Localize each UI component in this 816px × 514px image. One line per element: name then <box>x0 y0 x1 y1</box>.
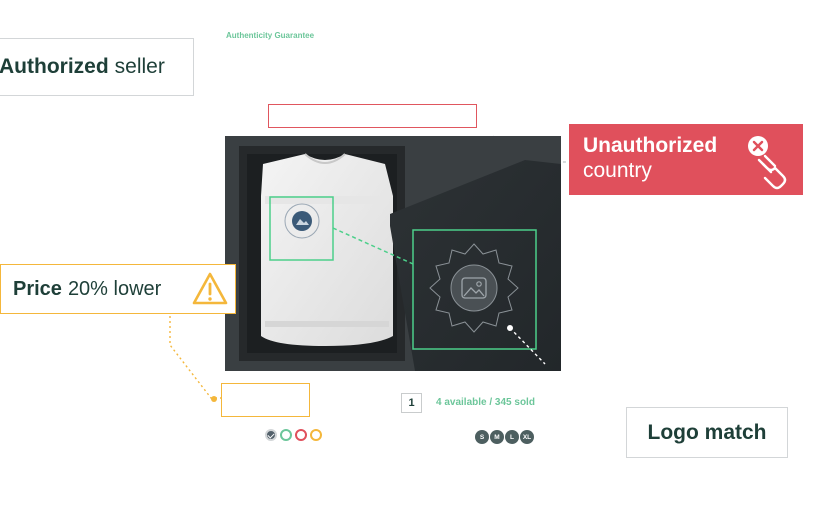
size-s[interactable]: S <box>475 430 489 444</box>
shirt-logo <box>284 203 320 239</box>
size-options: S M L XL <box>475 430 534 444</box>
product-photo <box>225 136 561 371</box>
quantity-field[interactable]: 1 <box>401 393 422 413</box>
unauthorized-line1: Unauthorized <box>583 134 718 157</box>
logo-match-connector <box>332 227 414 265</box>
warning-triangle-icon <box>192 272 228 305</box>
price-lower-callout: Price 20% lower <box>0 264 236 314</box>
white-tshirt <box>261 154 393 346</box>
authorized-seller-callout: Authorized seller <box>0 38 194 96</box>
authorized-rest: seller <box>114 55 165 78</box>
authenticity-guarantee-label: Authenticity Guarantee <box>226 31 315 40</box>
swatch-red[interactable] <box>295 429 307 441</box>
unauthorized-line2: country <box>583 159 652 182</box>
size-m[interactable]: M <box>490 430 504 444</box>
swatch-grey[interactable] <box>265 429 277 441</box>
unauthorized-country-callout: Unauthorized country <box>569 124 803 195</box>
logo-zoom-highlight <box>412 229 537 350</box>
price-bold: Price <box>13 277 62 300</box>
color-swatches <box>265 429 322 441</box>
price-rest: 20% lower <box>67 277 162 300</box>
broken-link-icon <box>748 136 787 190</box>
size-l[interactable]: L <box>505 430 519 444</box>
product-photo-art <box>225 136 561 371</box>
authorized-bold: Authorized <box>0 55 109 78</box>
logo-match-callout: Logo match <box>626 407 788 458</box>
swatch-green[interactable] <box>280 429 292 441</box>
price-placeholder-box <box>221 383 310 417</box>
swatch-yellow[interactable] <box>310 429 322 441</box>
price-connector <box>169 316 221 399</box>
zoomed-logo <box>429 243 519 333</box>
price-connector-dot <box>211 396 217 402</box>
size-xl[interactable]: XL <box>520 430 534 444</box>
title-placeholder-box <box>268 104 477 128</box>
availability-text: 4 available / 345 sold <box>436 397 535 408</box>
